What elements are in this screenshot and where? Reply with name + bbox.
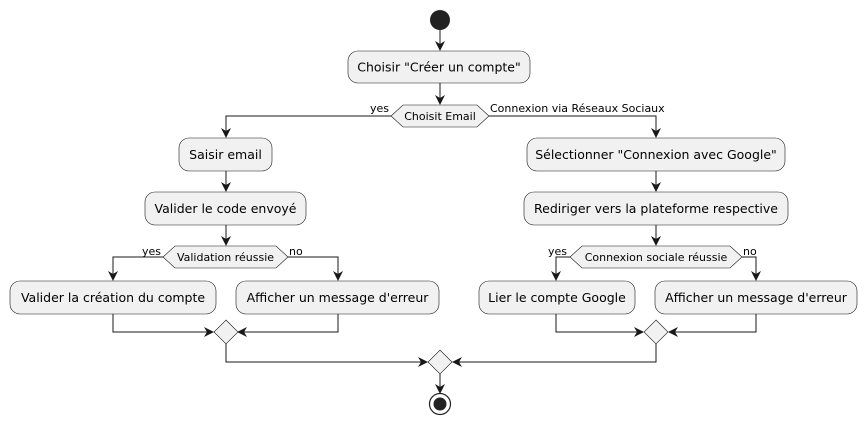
action-validate-creation: Valider la création du compte <box>9 280 217 315</box>
edge-social-yes <box>551 256 570 281</box>
action-validate-code: Valider le code envoyé <box>144 191 307 226</box>
merge-right <box>643 319 669 345</box>
action-choose-create-account: Choisir "Créer un compte" <box>347 50 531 84</box>
edge-error-right-to-merge <box>668 314 757 337</box>
action-choose-label: Choisir "Créer un compte" <box>357 60 521 75</box>
action-link-google-label: Lier le compte Google <box>488 290 626 305</box>
action-validate-code-label: Valider le code envoyé <box>155 201 297 216</box>
branch-label-yes-email: yes <box>370 102 389 115</box>
decision-validation: Validation réussie <box>162 245 289 269</box>
start-node <box>430 10 450 30</box>
edge-link-to-merge <box>555 314 644 337</box>
edge-validation-yes <box>108 256 163 281</box>
branch-label-social-yes: yes <box>548 245 567 258</box>
branch-label-social: Connexion via Réseaux Sociaux <box>490 102 665 115</box>
action-link-google: Lier le compte Google <box>478 280 636 315</box>
action-select-google-label: Sélectionner "Connexion avec Google" <box>535 147 777 162</box>
edge-left-merge-to-final <box>225 344 428 367</box>
decision-choose-email: Choisit Email <box>390 104 490 128</box>
action-error-left-label: Afficher un message d'erreur <box>247 290 430 305</box>
action-enter-email: Saisir email <box>178 137 273 172</box>
action-redirect-label: Rediriger vers la plateforme respective <box>534 201 778 216</box>
action-error-left: Afficher un message d'erreur <box>235 280 440 315</box>
decision-validation-label: Validation réussie <box>177 251 274 264</box>
merge-left <box>213 319 239 345</box>
merge-final <box>427 349 453 375</box>
edge-creation-to-merge <box>112 314 214 337</box>
branch-label-validation-yes: yes <box>142 245 161 258</box>
edge-social-no <box>742 256 761 281</box>
decision-social: Connexion sociale réussie <box>569 245 743 269</box>
action-error-right-label: Afficher un message d'erreur <box>665 290 848 305</box>
edge-right-merge-to-final <box>452 344 657 367</box>
decision-social-label: Connexion sociale réussie <box>585 251 728 264</box>
edge-decision-to-select-google <box>489 115 661 138</box>
edge-decision-to-enter-email <box>221 115 391 138</box>
branch-label-social-no: no <box>743 245 757 258</box>
action-redirect: Rediriger vers la plateforme respective <box>523 191 789 226</box>
action-select-google: Sélectionner "Connexion avec Google" <box>526 137 786 172</box>
action-enter-email-label: Saisir email <box>189 147 262 162</box>
edge-error-left-to-merge <box>237 314 339 337</box>
end-node <box>428 392 452 416</box>
edge-validation-no <box>288 256 343 281</box>
branch-label-validation-no: no <box>289 245 303 258</box>
action-validate-creation-label: Valider la création du compte <box>21 290 205 305</box>
decision-choose-email-label: Choisit Email <box>404 110 476 123</box>
action-error-right: Afficher un message d'erreur <box>654 280 858 315</box>
